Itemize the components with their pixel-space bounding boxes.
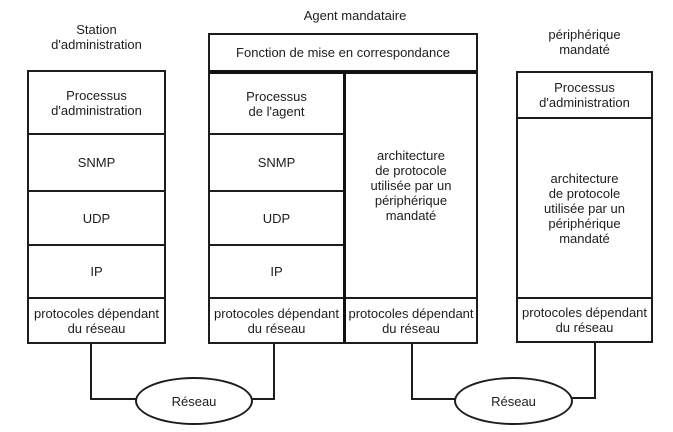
- agent-cell-proxied-network-protocols: protocoles dépendant du réseau: [346, 297, 476, 342]
- network-label-right: Réseau: [491, 393, 536, 409]
- agent-block: Fonction de mise en correspondance Proce…: [208, 33, 478, 344]
- agent-lower-section: Processus de l'agent SNMP UDP IP protoco…: [210, 74, 476, 342]
- agent-cell-network-protocols: protocoles dépendant du réseau: [210, 297, 343, 342]
- connector-device-horizontal: [566, 397, 596, 399]
- agent-cell-ip: IP: [210, 244, 343, 297]
- agent-title: Agent mandataire: [303, 8, 407, 23]
- connector-agent-left-vertical: [273, 343, 275, 400]
- connector-station-horizontal: [90, 398, 138, 400]
- agent-cell-process: Processus de l'agent: [246, 88, 307, 119]
- connector-station-vertical: [90, 343, 92, 400]
- agent-cell-snmp: SNMP: [210, 133, 343, 190]
- station-stack: Processus d'administration SNMP UDP IP p…: [27, 70, 166, 344]
- device-cell-process: Processus d'administration: [539, 80, 630, 110]
- connector-agent-left-horizontal: [245, 398, 275, 400]
- network-label-left: Réseau: [171, 393, 217, 409]
- station-cell-snmp: SNMP: [29, 133, 164, 190]
- agent-cell-proxied-architecture: architecture de protocole utilisée par u…: [370, 148, 452, 223]
- station-cell-process: Processus d'administration: [51, 87, 142, 118]
- device-cell-network-protocols: protocoles dépendant du réseau: [518, 297, 651, 341]
- network-ellipse-right: Réseau: [454, 377, 573, 425]
- device-cell-architecture: architecture de protocole utilisée par u…: [518, 117, 651, 297]
- connector-agent-right-horizontal: [411, 398, 459, 400]
- connector-agent-right-vertical: [411, 343, 413, 400]
- connector-device-vertical: [594, 342, 596, 399]
- agent-cell-udp: UDP: [210, 190, 343, 244]
- station-title: Station d'administration: [51, 22, 142, 52]
- device-stack: Processus d'administration architecture …: [516, 71, 653, 343]
- network-ellipse-left: Réseau: [135, 377, 253, 425]
- device-title: périphérique mandaté: [548, 27, 621, 57]
- agent-proxied-stack: architecture de protocole utilisée par u…: [346, 74, 476, 342]
- station-cell-ip: IP: [29, 244, 164, 297]
- station-cell-udp: UDP: [29, 190, 164, 244]
- agent-mapping-function: Fonction de mise en correspondance: [210, 35, 476, 74]
- station-cell-network-protocols: protocoles dépendant du réseau: [29, 297, 164, 342]
- agent-snmp-stack: Processus de l'agent SNMP UDP IP protoco…: [210, 74, 346, 342]
